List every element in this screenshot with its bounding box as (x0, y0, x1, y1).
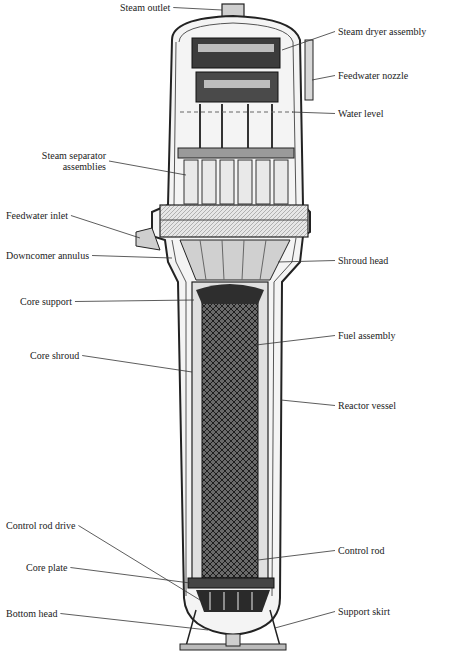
leader-line (92, 256, 172, 259)
part-label: Core plate (26, 562, 67, 573)
part-label: Fuel assembly (338, 330, 396, 341)
leader-line (78, 526, 200, 601)
part-label: Steam dryer assembly (338, 26, 426, 37)
leader-line (258, 551, 335, 561)
part-label: Control rod drive (6, 520, 75, 531)
leader-line (71, 216, 140, 239)
leader-line (173, 8, 222, 11)
part-label: Core shroud (30, 350, 79, 361)
leader-line (278, 261, 335, 263)
part-label: Downcomer annulus (6, 250, 89, 261)
leader-line (109, 161, 186, 175)
leader-line (60, 614, 208, 631)
part-label: Feedwater nozzle (338, 70, 408, 81)
leader-line (312, 76, 335, 81)
part-label: Steam separator assemblies (6, 150, 106, 172)
part-label: Support skirt (338, 606, 390, 617)
part-label: Water level (338, 108, 384, 119)
leader-line (275, 612, 335, 629)
leader-line (281, 400, 335, 406)
leader-line (70, 568, 190, 584)
part-label: Control rod (338, 545, 384, 556)
leader-line (292, 112, 335, 114)
part-label: Shroud head (338, 255, 388, 266)
leader-line (256, 336, 335, 346)
leader-line (282, 32, 335, 51)
leader-line (82, 356, 192, 373)
part-label: Feedwater inlet (6, 210, 68, 221)
part-label: Reactor vessel (338, 400, 396, 411)
part-label: Steam outlet (120, 2, 170, 13)
part-label: Core support (20, 296, 72, 307)
part-label: Bottom head (6, 608, 57, 619)
leader-line (75, 300, 194, 302)
